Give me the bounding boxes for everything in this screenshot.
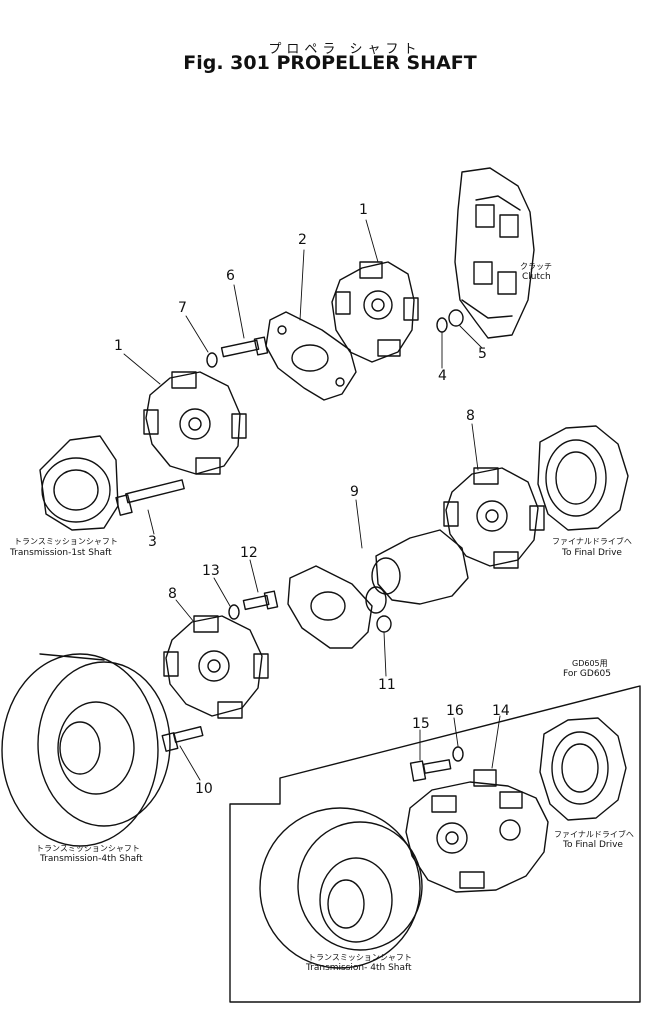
nut-part-11 (376, 615, 392, 633)
washer-part-13 (228, 604, 240, 620)
callout-1-upper: 1 (359, 202, 368, 218)
callout-6: 6 (226, 268, 235, 284)
transmission-4th-inset-caption: Transmission- 4th Shaft (306, 963, 412, 973)
final-drive-caption: To Final Drive (562, 548, 622, 558)
callout-14: 14 (492, 703, 510, 719)
bolt-part-10 (161, 726, 204, 752)
leader-lines (123, 219, 501, 781)
variant-caption: For GD605 (563, 669, 612, 679)
callout-8-left: 8 (168, 586, 177, 602)
callout-4: 4 (438, 368, 447, 384)
final-drive-caption-japanese: ファイナルドライブへ (552, 537, 632, 546)
callout-7: 7 (178, 300, 187, 316)
transmission-4th-caption: Transmission-4th Shaft (40, 854, 143, 864)
callout-10: 10 (195, 781, 213, 797)
bolt-part-12 (242, 590, 279, 611)
washer-part-7 (206, 352, 218, 368)
callout-5: 5 (478, 346, 487, 362)
final-drive-housing-inset (539, 717, 627, 821)
transmission-4th-caption-japanese: トランスミッションシャフト (36, 844, 140, 853)
callout-13: 13 (202, 563, 220, 579)
clutch-caption-japanese: クラッチ (520, 262, 552, 271)
callout-1-left: 1 (114, 338, 123, 354)
transmission-1st-caption-japanese: トランスミッションシャフト (14, 537, 118, 546)
bolt-part-15 (409, 759, 452, 782)
bolt-part-3 (115, 479, 185, 516)
callout-16: 16 (446, 703, 464, 719)
transmission-4th-inset-caption-japanese: トランスミッションシャフト (308, 953, 412, 962)
figure-title-japanese: プロペラ シャフト (268, 42, 422, 57)
cross-joint-left (143, 371, 247, 475)
final-drive-housing-upper (537, 425, 629, 531)
callout-3: 3 (148, 534, 157, 550)
callout-11: 11 (378, 677, 396, 693)
transmission-1st-shaft-housing (39, 435, 119, 531)
transmission-1st-caption: Transmission-1st Shaft (10, 548, 112, 558)
transmission-4th-shaft-flywheel-inset (259, 807, 423, 969)
final-drive-inset-caption-japanese: ファイナルドライブへ (554, 830, 634, 839)
cross-joint-lower (163, 615, 269, 719)
shaft-yoke-part-9 (287, 529, 469, 649)
nut-part-5 (448, 309, 464, 327)
bolt-part-6 (220, 336, 269, 358)
washer-part-16 (452, 746, 464, 762)
callout-9: 9 (350, 484, 359, 500)
callout-8-right: 8 (466, 408, 475, 424)
figure-title: Fig. 301 PROPELLER SHAFT (183, 52, 477, 74)
inset-box-outline (229, 685, 641, 1003)
final-drive-inset-caption: To Final Drive (563, 840, 623, 850)
clutch-caption: Clutch (522, 272, 551, 282)
transmission-4th-shaft-flywheel-left (1, 653, 171, 847)
clutch-housing (454, 167, 535, 339)
yoke-part-2 (265, 311, 357, 401)
cross-joint-right (443, 467, 545, 569)
callout-2: 2 (298, 232, 307, 248)
callout-12: 12 (240, 545, 258, 561)
double-joint-part-14 (405, 769, 549, 893)
variant-caption-japanese: GD605用 (572, 659, 608, 668)
washer-part-4 (436, 317, 448, 333)
cross-joint-upper (331, 261, 419, 363)
callout-15: 15 (412, 716, 430, 732)
